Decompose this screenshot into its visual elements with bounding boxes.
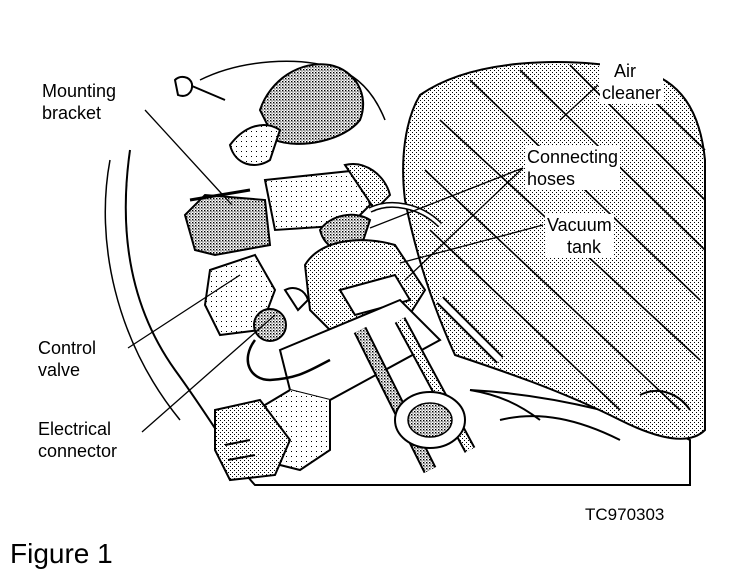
label-vacuum-tank-line2: tank (567, 237, 602, 257)
label-mounting-bracket-line1: Mounting (42, 81, 117, 101)
leader-connecting-hoses-b (404, 167, 524, 281)
label-electrical-connector: Electrical connector (38, 418, 117, 462)
leader-connecting-hoses-a (369, 167, 524, 229)
label-mounting-bracket: Mounting bracket (42, 80, 116, 124)
label-connecting-hoses-line2: hoses (527, 169, 576, 189)
figure-code: TC970303 (585, 505, 665, 524)
label-electrical-connector-line2: connector (38, 441, 118, 461)
label-electrical-connector-line1: Electrical (38, 419, 112, 439)
label-connecting-hoses-line1: Connecting (527, 147, 619, 167)
mounting-bracket-shape (183, 193, 272, 257)
label-connecting-hoses: Connecting hoses (525, 146, 621, 190)
leader-control-valve (127, 274, 241, 349)
label-vacuum-tank-line1: Vacuum (547, 215, 612, 235)
leader-mounting-bracket (144, 109, 233, 206)
label-control-valve: Control valve (38, 337, 96, 381)
label-air-cleaner-line1: Air (614, 61, 636, 81)
leader-electrical-connector (141, 314, 276, 433)
label-mounting-bracket-line2: bracket (42, 103, 102, 123)
label-control-valve-line2: valve (38, 360, 81, 380)
figure-caption: Figure 1 (10, 538, 113, 569)
leader-vacuum-tank (399, 224, 544, 264)
leader-air-cleaner (559, 84, 599, 121)
label-vacuum-tank: Vacuum tank (545, 214, 614, 258)
label-air-cleaner-line2: cleaner (602, 83, 662, 103)
label-air-cleaner: Air cleaner (600, 60, 664, 104)
label-control-valve-line1: Control (38, 338, 97, 358)
